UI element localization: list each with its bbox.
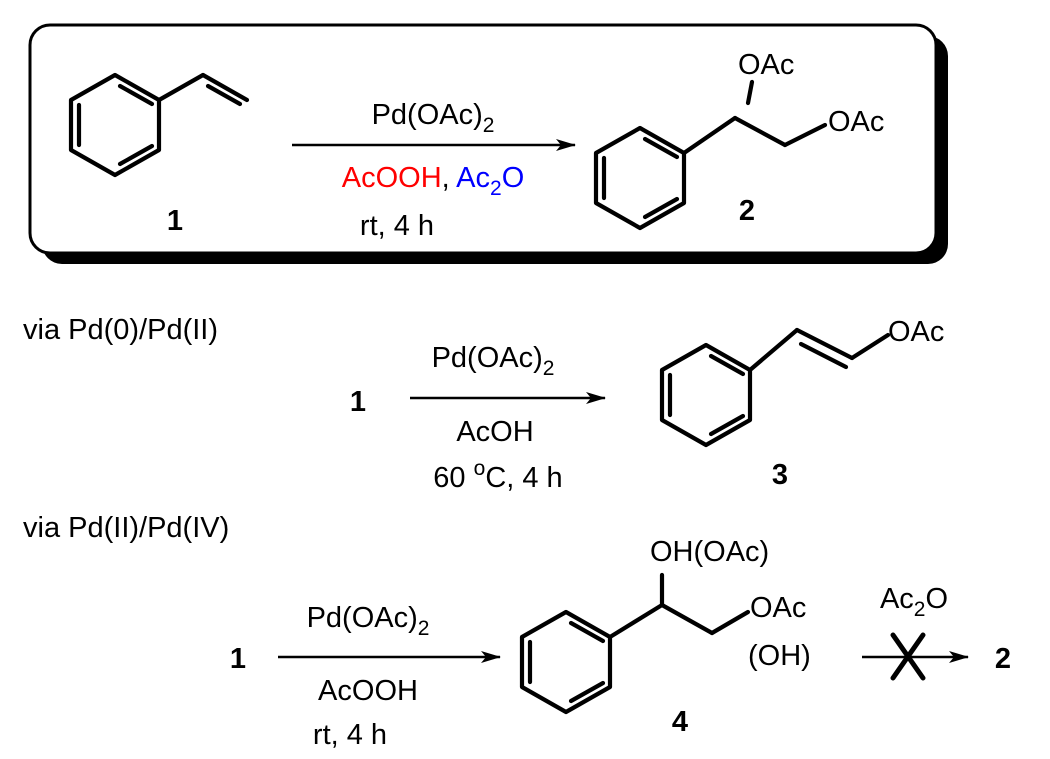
styrene-structure xyxy=(68,72,250,178)
reagent-pdoac2-route2: Pd(OAc)2 xyxy=(307,602,430,640)
summary-box xyxy=(28,23,948,264)
oac-side-label-box: OAc xyxy=(828,106,884,138)
compound-label-4: 4 xyxy=(672,706,688,738)
compound-label-1-route1: 1 xyxy=(350,386,366,418)
blocked-cross-mark xyxy=(890,632,926,681)
reagent-acoh-route1: AcOH xyxy=(456,416,533,448)
reagent-acooh-route2: AcOOH xyxy=(318,675,418,707)
condition-route2: rt, 4 h xyxy=(313,719,387,751)
reagent-ac2o-blocked: Ac2O xyxy=(880,583,948,621)
oac-top-label-box: OAc xyxy=(738,49,794,81)
compound-label-3: 3 xyxy=(772,459,788,491)
condition-box: rt, 4 h xyxy=(360,210,434,242)
reagents-acooh-ac2o-box: AcOOH, Ac2O xyxy=(342,162,525,200)
reagent-pdoac2-route1: Pd(OAc)2 xyxy=(432,342,555,380)
compound-label-2-route2: 2 xyxy=(995,643,1011,675)
oh-oac-label-4: OH(OAc) xyxy=(650,536,769,568)
enol-acetate-structure xyxy=(659,327,891,448)
oac-label-3: OAc xyxy=(888,316,944,348)
heading-pd0-pd2: via Pd(0)/Pd(II) xyxy=(23,314,218,346)
oac-label-4: OAc xyxy=(750,592,806,624)
compound-label-1-route2: 1 xyxy=(230,643,246,675)
diacetate-structure xyxy=(593,79,828,231)
oh-label-4: (OH) xyxy=(748,640,811,672)
heading-pd2-pd4: via Pd(II)/Pd(IV) xyxy=(23,512,229,544)
reagent-pdoac2-box: Pd(OAc)2 xyxy=(372,99,495,137)
compound-label-1: 1 xyxy=(167,205,183,237)
hydroxy-acetate-structure xyxy=(519,572,751,715)
compound-label-2: 2 xyxy=(739,195,755,227)
condition-route1: 60 oC, 4 h xyxy=(433,457,562,494)
